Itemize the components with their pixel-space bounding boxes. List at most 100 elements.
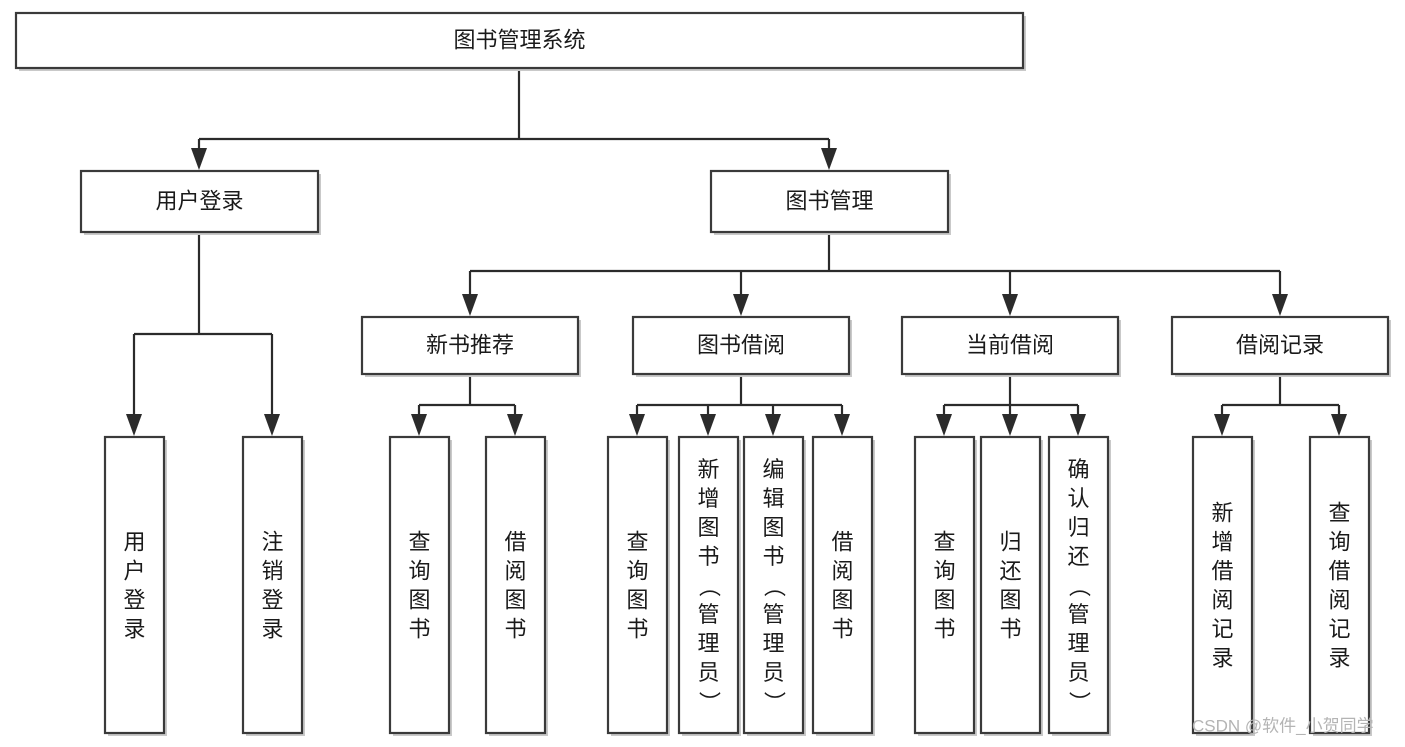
arrow-head-icon [411,414,427,436]
node-level3-图书借阅[interactable]: 图书借阅 [631,315,852,377]
node-rect[interactable] [1308,435,1371,735]
arrow-head-icon [629,414,645,436]
node-rect[interactable] [484,435,547,735]
arrow-head-icon [191,148,207,170]
arrow-head-icon [765,414,781,436]
node-label-char: 录 [261,617,283,642]
node-rect[interactable] [979,435,1042,735]
node-label-char: 增 [697,486,719,511]
arrow-head-icon [1331,414,1347,436]
node-label: 新书推荐 [426,332,514,357]
arrow-head-icon [1070,414,1086,436]
arrow-head-icon [462,294,478,316]
node-label-char: 询 [626,559,648,584]
node-level3-新书推荐[interactable]: 新书推荐 [360,315,581,377]
node-rect[interactable] [631,315,851,376]
node-label-char: 书 [762,544,784,569]
connector-root-to-level2 [191,68,837,170]
node-rect[interactable] [79,169,320,234]
node-layer: 图书管理系统用户登录图书管理新书推荐图书借阅当前借阅借阅记录用户登录注销登录查询… [14,11,1391,736]
connector-userlogin-to-leaves [126,232,280,436]
node-label-char: 辑 [762,486,784,511]
node-label-char: 理 [697,631,719,656]
node-label-char: 阅 [1328,588,1350,613]
node-label-char: 书 [999,617,1021,642]
connector-record-to-leaves [1214,374,1347,436]
arrow-head-icon [507,414,523,436]
node-rect[interactable] [1170,315,1390,376]
arrow-head-icon [1214,414,1230,436]
node-rect[interactable] [388,435,451,735]
arrow-head-icon [834,414,850,436]
node-rect[interactable] [14,11,1025,70]
node-level2-用户登录[interactable]: 用户登录 [79,169,321,235]
node-level2-图书管理[interactable]: 图书管理 [709,169,951,235]
node-label-char: ） [697,691,722,713]
node-label-char: 归 [999,530,1021,555]
node-label-char: 编 [762,457,784,482]
node-label-char: 还 [999,559,1021,584]
node-label-char: ） [762,691,787,713]
node-rect[interactable] [606,435,669,735]
node-rect[interactable] [900,315,1120,376]
node-rect[interactable] [1047,435,1110,735]
node-label-char: 查 [626,530,648,555]
arrow-head-icon [821,148,837,170]
node-level3-当前借阅[interactable]: 当前借阅 [900,315,1121,377]
node-label-char: 理 [762,631,784,656]
arrow-head-icon [264,414,280,436]
node-level3-借阅记录[interactable]: 借阅记录 [1170,315,1391,377]
node-label-char: 增 [1211,530,1233,555]
node-root-图书管理系统[interactable]: 图书管理系统 [14,11,1026,71]
node-label-char: 借 [831,530,853,555]
node-label-char: 阅 [1211,588,1233,613]
node-label: 图书管理 [785,188,873,213]
node-rect[interactable] [241,435,304,735]
node-label-char: （ [1067,575,1092,597]
node-label-char: 确 [1067,457,1089,482]
node-label-char: 认 [1067,486,1089,511]
node-rect[interactable] [677,435,740,735]
node-label-char: 查 [1328,501,1350,526]
node-label-char: 阅 [504,559,526,584]
node-label: 图书管理系统 [453,27,585,52]
arrow-head-icon [936,414,952,436]
node-label-char: 图 [504,588,526,613]
node-label-char: 管 [697,602,719,627]
node-rect[interactable] [709,169,950,234]
node-rect[interactable] [103,435,166,735]
node-label-char: 图 [831,588,853,613]
node-label-char: （ [762,575,787,597]
node-label: 用户登录 [155,188,243,213]
node-label-char: 员 [697,660,719,685]
node-label-char: 查 [933,530,955,555]
node-label-char: 管 [762,602,784,627]
node-rect[interactable] [913,435,976,735]
node-label-char: 员 [1067,660,1089,685]
node-leaf-用户登录[interactable]: 用户登录 [103,435,167,736]
node-rect[interactable] [742,435,805,735]
node-rect[interactable] [811,435,874,735]
node-label-char: 员 [762,660,784,685]
node-label-char: 销 [261,559,283,584]
node-rect[interactable] [360,315,580,376]
node-label-char: 用 [123,530,145,555]
node-label-char: 询 [933,559,955,584]
node-rect[interactable] [1191,435,1254,735]
node-label-char: 录 [123,617,145,642]
node-label-char: 图 [999,588,1021,613]
